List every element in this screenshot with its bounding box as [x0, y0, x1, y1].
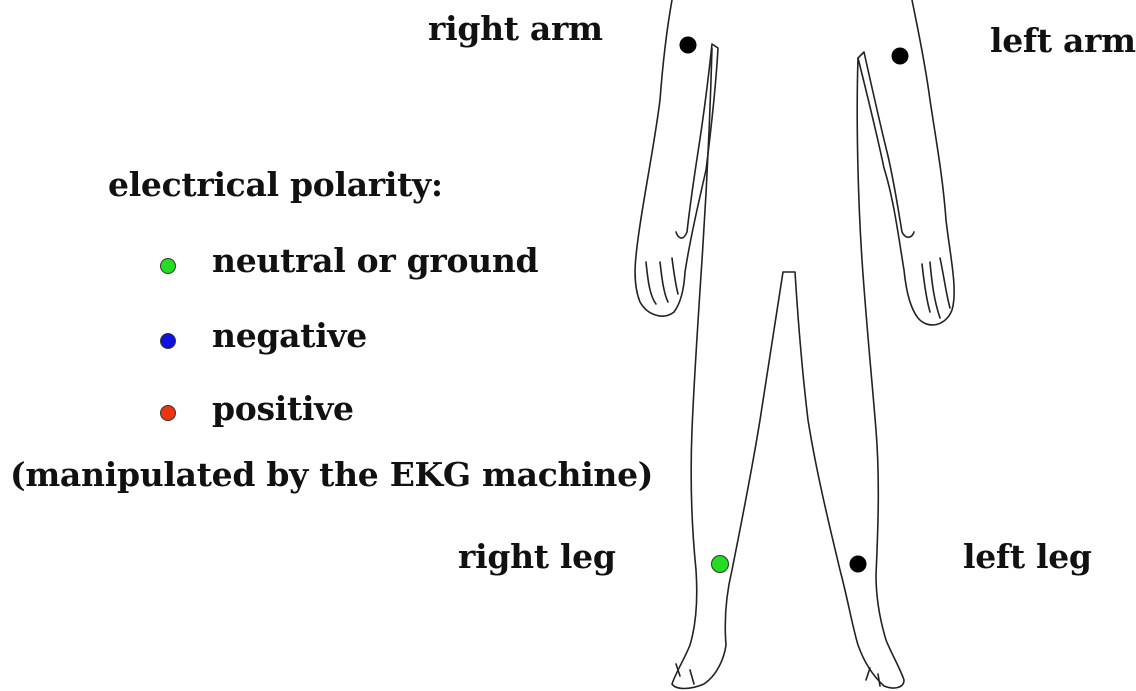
left-hand-fingers — [922, 258, 950, 318]
electrode-left-arm — [892, 48, 908, 64]
left-arm-outline — [858, 0, 954, 325]
electrode-right-arm — [680, 37, 696, 53]
electrode-left-leg — [850, 556, 866, 572]
legs-outline — [672, 48, 904, 689]
right-hand-fingers — [646, 258, 678, 304]
electrode-right-leg — [712, 556, 729, 573]
